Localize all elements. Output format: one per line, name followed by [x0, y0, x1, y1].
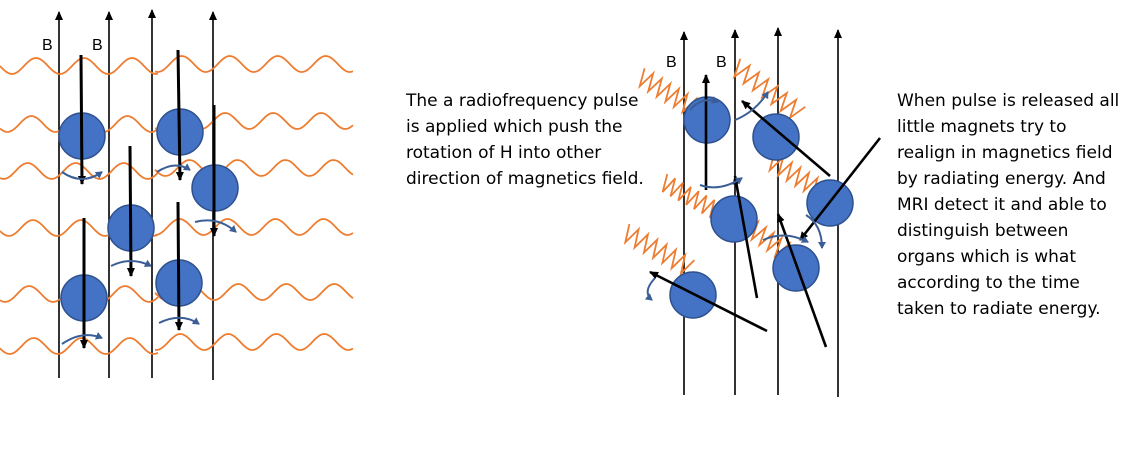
- radiofrequency-waves-left: [0, 55, 354, 355]
- caption-line: direction of magnetics field.: [406, 169, 644, 189]
- sine-wave: [0, 337, 159, 355]
- emission-zigzag: [623, 223, 696, 277]
- hydrogen-nuclei-left: [58, 108, 239, 322]
- right-diagram: B B: [623, 27, 882, 397]
- caption-line: The a radiofrequency pulse: [406, 91, 639, 111]
- caption-line: MRI detect it and able to: [897, 195, 1107, 215]
- caption-line: organs which is what: [897, 247, 1077, 267]
- hydrogen-nucleus: [710, 195, 758, 243]
- left-diagram: B B: [0, 9, 354, 380]
- caption-line: distinguish between: [897, 221, 1069, 241]
- caption-line: little magnets try to: [897, 117, 1067, 137]
- sine-wave: [154, 159, 354, 177]
- field-label-b-2: B: [92, 37, 103, 54]
- caption-line: taken to radiate energy.: [897, 299, 1101, 319]
- field-label-b-1: B: [42, 37, 53, 54]
- caption-line: rotation of H into other: [406, 143, 602, 163]
- sine-wave: [154, 218, 354, 236]
- caption-line: is applied which push the: [406, 117, 623, 137]
- field-label-b-4: B: [716, 54, 727, 71]
- caption-pulse-released: When pulse is released all little magnet…: [897, 88, 1119, 322]
- emission-zigzag: [661, 173, 723, 219]
- caption-line: realign in magnetics field: [897, 143, 1113, 163]
- caption-line: according to the time: [897, 273, 1080, 293]
- hydrogen-nucleus: [752, 113, 800, 161]
- hydrogen-nucleus: [772, 244, 820, 292]
- realigning-spin-arrows: [649, 74, 882, 348]
- caption-pulse-applied: The a radiofrequency pulse is applied wh…: [406, 88, 644, 192]
- spin-arrows-left: [77, 49, 218, 349]
- sine-wave: [0, 162, 159, 180]
- rotation-arrows-right: [644, 91, 826, 301]
- rotation-arrows-left: [61, 163, 237, 345]
- emission-zigzag: [732, 58, 806, 121]
- field-label-b-3: B: [666, 54, 677, 71]
- sine-wave: [0, 57, 159, 75]
- sine-wave: [154, 55, 354, 73]
- sine-wave: [154, 333, 354, 351]
- caption-line: by radiating energy. And: [897, 169, 1106, 189]
- caption-line: When pulse is released all: [897, 91, 1120, 111]
